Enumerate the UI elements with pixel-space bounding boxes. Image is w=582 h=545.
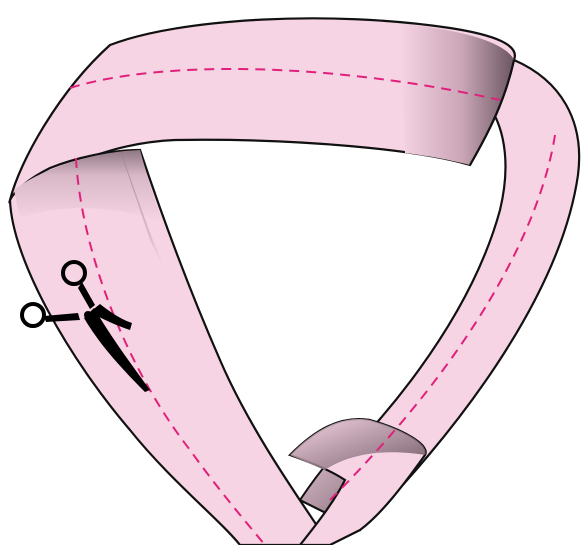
scissors-handle-lower <box>22 304 44 326</box>
